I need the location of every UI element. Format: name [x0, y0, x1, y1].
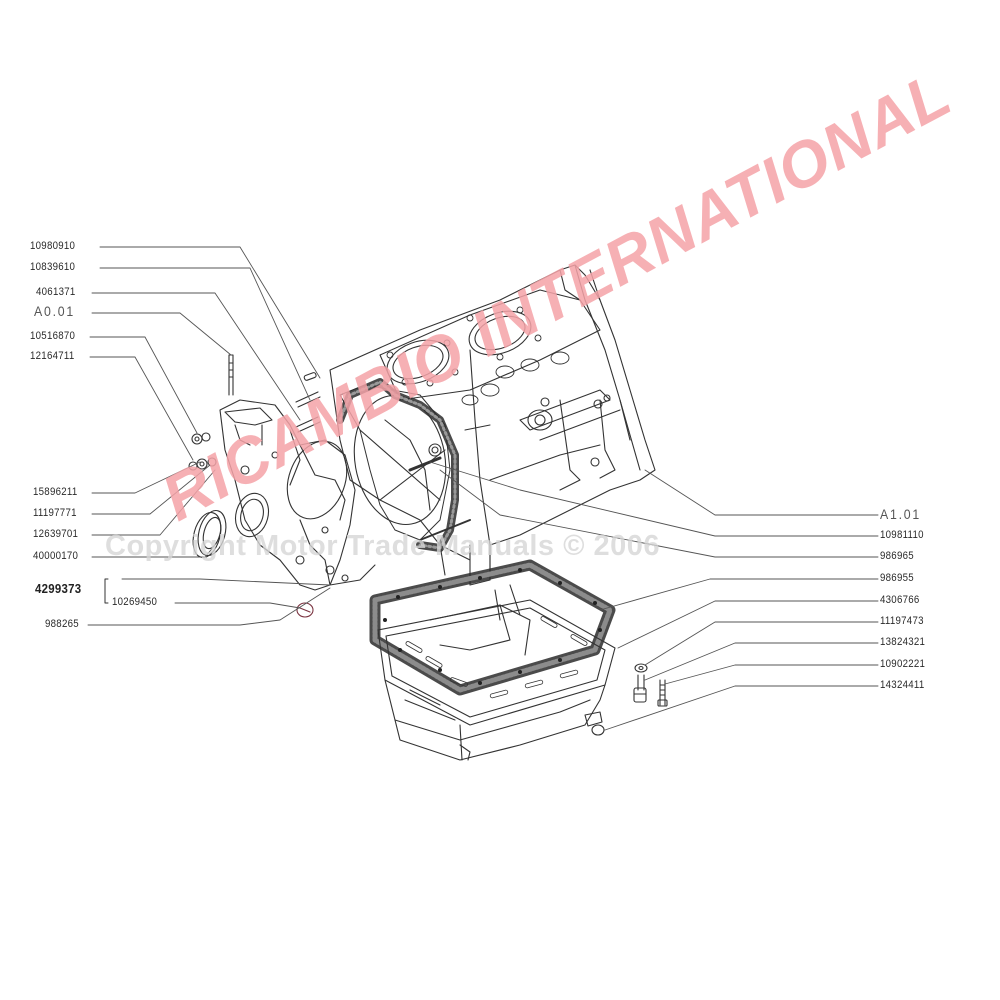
- part-label: 12164711: [30, 350, 75, 362]
- oil-seal: [192, 509, 227, 559]
- leader-lines-right: [429, 461, 879, 731]
- drain-plug-left: [296, 602, 314, 618]
- part-label: 10980910: [30, 240, 76, 252]
- part-label: 15896211: [33, 486, 78, 498]
- leader-lines-left: [87, 246, 331, 626]
- part-label: 4306766: [880, 594, 920, 606]
- part-label: 11197473: [880, 615, 924, 627]
- reference-label: A0.01: [34, 303, 76, 319]
- part-label: 10516870: [30, 330, 76, 342]
- part-label: 12639701: [33, 528, 79, 540]
- part-label: 986955: [880, 572, 914, 584]
- part-label: 10902221: [880, 658, 926, 670]
- part-label: 986965: [880, 550, 914, 562]
- part-label: 10269450: [112, 596, 158, 608]
- part-label: 40000170: [33, 550, 79, 562]
- engine-block: [329, 264, 656, 586]
- small-fasteners-right: [633, 663, 668, 707]
- part-label: 4061371: [36, 286, 76, 298]
- part-label: 13824321: [880, 636, 926, 648]
- part-label: 11197771: [33, 507, 77, 519]
- sump-gasket: [369, 559, 616, 696]
- part-label: 10839610: [30, 261, 76, 273]
- part-group-label: 4299373: [35, 581, 82, 596]
- reference-label: A1.01: [880, 506, 922, 522]
- front-cover: [219, 399, 376, 591]
- small-fasteners-left: [188, 354, 321, 471]
- part-label: 10981110: [880, 529, 924, 541]
- part-label: 988265: [45, 618, 79, 630]
- oil-sump: [377, 584, 616, 761]
- group-bracket: [104, 578, 109, 604]
- part-label: 14324411: [880, 679, 925, 691]
